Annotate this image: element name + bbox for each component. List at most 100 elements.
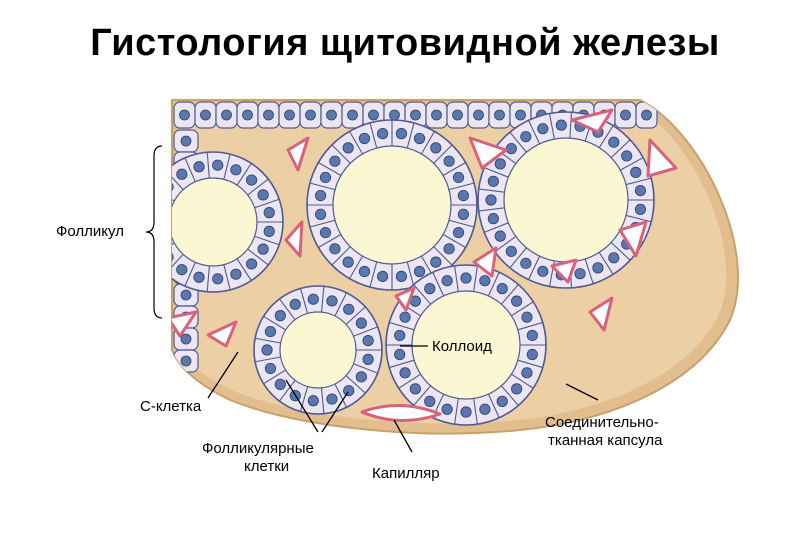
nucleus (522, 312, 532, 322)
nucleus (243, 110, 253, 120)
nucleus (635, 204, 645, 214)
nucleus (425, 283, 435, 293)
follicle-label: Фолликул (56, 223, 124, 241)
follicular-cells-label-line1: Фолликулярные (202, 440, 314, 458)
nucleus (265, 363, 275, 373)
nucleus (511, 296, 521, 306)
colloid (280, 312, 356, 388)
nucleus (527, 330, 537, 340)
follicular-cells-label-line2: клетки (244, 458, 289, 476)
nucleus (497, 283, 507, 293)
nucleus (495, 159, 505, 169)
nucleus (343, 257, 353, 267)
capsule-label-line1: Соединительно- (545, 414, 659, 432)
colloid (333, 146, 451, 264)
nucleus (474, 110, 484, 120)
nucleus (521, 258, 531, 268)
nucleus (356, 372, 366, 382)
nucleus (231, 269, 241, 279)
nucleus (458, 209, 468, 219)
nucleus (458, 190, 468, 200)
nucleus (181, 290, 191, 300)
nucleus (265, 326, 275, 336)
nucleus (320, 227, 330, 237)
nucleus (621, 151, 631, 161)
nucleus (246, 259, 256, 269)
nucleus (442, 404, 452, 414)
nucleus (609, 253, 619, 263)
nucleus (327, 110, 337, 120)
nucleus (480, 404, 490, 414)
nucleus (390, 110, 400, 120)
nucleus (506, 246, 516, 256)
nucleus (363, 335, 373, 345)
colloid (504, 138, 628, 262)
nucleus (414, 266, 424, 276)
nucleus (359, 266, 369, 276)
nucleus (246, 175, 256, 185)
nucleus (306, 110, 316, 120)
nucleus (264, 226, 274, 236)
nucleus (194, 162, 204, 172)
nucleus (154, 198, 164, 208)
follicle (307, 120, 477, 290)
nucleus (396, 128, 406, 138)
nucleus (609, 137, 619, 147)
nucleus (285, 110, 295, 120)
nucleus (488, 213, 498, 223)
nucleus (425, 396, 435, 406)
nucleus (213, 160, 223, 170)
nucleus (453, 227, 463, 237)
nucleus (522, 368, 532, 378)
follicle (143, 152, 283, 292)
nucleus (180, 110, 190, 120)
nucleus (411, 110, 421, 120)
capsule-label-line2: тканная капсула (548, 432, 662, 450)
nucleus (308, 294, 318, 304)
nucleus (400, 368, 410, 378)
nucleus (330, 244, 340, 254)
nucleus (359, 133, 369, 143)
nucleus (181, 136, 191, 146)
nucleus (396, 271, 406, 281)
nucleus (327, 394, 337, 404)
nucleus (377, 271, 387, 281)
nucleus (181, 334, 191, 344)
nucleus (308, 396, 318, 406)
nucleus (344, 385, 354, 395)
nucleus (344, 304, 354, 314)
colloid (169, 178, 257, 266)
nucleus (315, 209, 325, 219)
nucleus (538, 123, 548, 133)
nucleus (488, 176, 498, 186)
nucleus (330, 156, 340, 166)
nucleus (377, 128, 387, 138)
nucleus (290, 299, 300, 309)
nucleus (431, 143, 441, 153)
nucleus (480, 276, 490, 286)
nucleus (154, 235, 164, 245)
nucleus (400, 312, 410, 322)
nucleus (635, 185, 645, 195)
nucleus (177, 265, 187, 275)
follicle-bracket (146, 146, 162, 318)
nucleus (343, 143, 353, 153)
nucleus (516, 110, 526, 120)
nucleus (444, 244, 454, 254)
colloid-label: Коллоид (432, 338, 492, 356)
nucleus (621, 110, 631, 120)
nucleus (262, 345, 272, 355)
nucleus (453, 172, 463, 182)
nucleus (181, 356, 191, 366)
nucleus (495, 231, 505, 241)
nucleus (264, 110, 274, 120)
nucleus (356, 318, 366, 328)
nucleus (369, 110, 379, 120)
nucleus (394, 330, 404, 340)
nucleus (275, 310, 285, 320)
nucleus (410, 384, 420, 394)
nucleus (538, 266, 548, 276)
nucleus (642, 110, 652, 120)
nucleus (194, 272, 204, 282)
